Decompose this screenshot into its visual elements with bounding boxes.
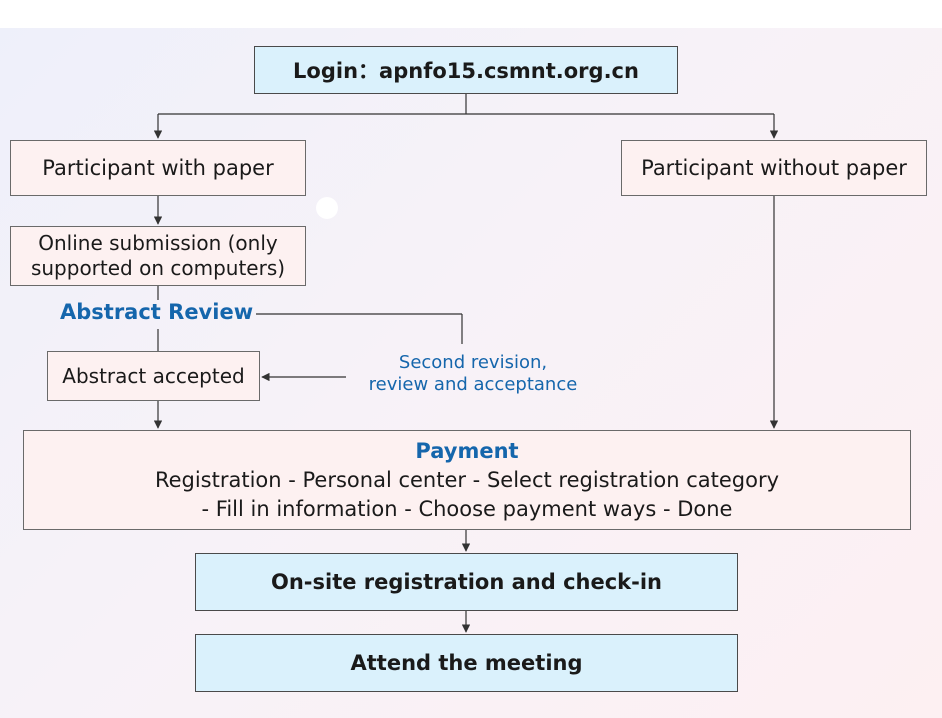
- abstract-accepted-box: Abstract accepted: [47, 351, 260, 401]
- abstract-accepted-text: Abstract accepted: [62, 364, 245, 388]
- payment-line1: Registration - Personal center - Select …: [154, 467, 780, 492]
- participant-without-paper-box: Participant without paper: [621, 140, 927, 196]
- payment-box: Payment Registration - Personal center -…: [23, 430, 911, 530]
- abstract-review-label: Abstract Review: [60, 300, 254, 324]
- online-submission-line1: Online submission (only: [38, 231, 278, 255]
- attend-meeting-text: Attend the meeting: [350, 651, 583, 675]
- second-revision-label: Second revision, review and acceptance: [350, 352, 596, 396]
- login-text: Login：apnfo15.csmnt.org.cn: [293, 59, 639, 83]
- online-submission-box: Online submission (only supported on com…: [10, 226, 306, 286]
- onsite-checkin-box: On-site registration and check-in: [195, 553, 738, 611]
- payment-line2: - Fill in information - Choose payment w…: [201, 496, 733, 521]
- participant-with-paper-text: Participant with paper: [42, 156, 274, 180]
- participant-with-paper-box: Participant with paper: [10, 140, 306, 196]
- top-band: [0, 0, 942, 28]
- participant-without-paper-text: Participant without paper: [641, 156, 907, 180]
- login-box: Login：apnfo15.csmnt.org.cn: [254, 46, 678, 94]
- second-revision-line1: Second revision,: [398, 352, 548, 373]
- online-submission-line2: supported on computers): [30, 256, 286, 280]
- decorative-dot: [316, 197, 338, 219]
- onsite-checkin-text: On-site registration and check-in: [270, 570, 662, 594]
- attend-meeting-box: Attend the meeting: [195, 634, 738, 692]
- second-revision-line2: review and acceptance: [368, 374, 578, 395]
- payment-title: Payment: [415, 438, 519, 463]
